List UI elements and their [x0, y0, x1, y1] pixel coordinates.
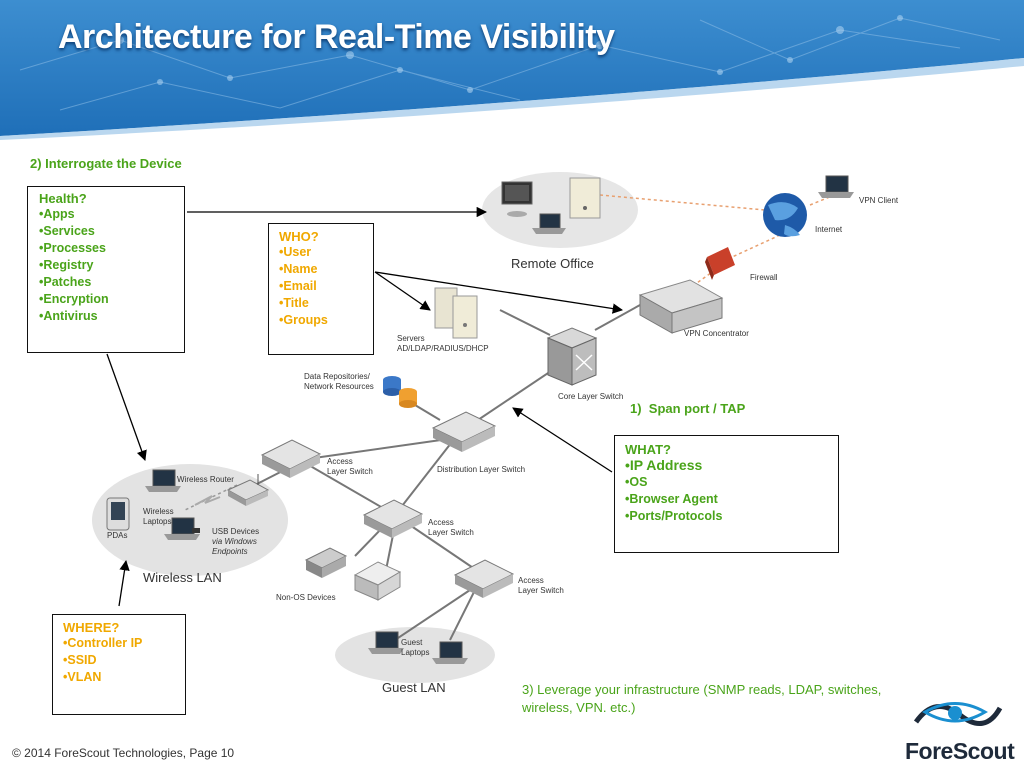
laptop-icon	[164, 517, 200, 540]
access-switch-icon	[453, 559, 515, 598]
access-switch-2-sub-label: Layer Switch	[428, 528, 474, 537]
wireless-lan-label: Wireless LAN	[143, 570, 222, 585]
who-box-title: WHO?	[279, 229, 319, 244]
list-item: •Title	[279, 296, 309, 310]
list-item: •Antivirus	[39, 309, 98, 323]
guest-lan-zone	[335, 627, 495, 683]
list-item: •Registry	[39, 258, 94, 272]
access-switch-3-sub-label: Layer Switch	[518, 586, 564, 595]
where-list: •Controller IP •SSID •VLAN	[63, 635, 185, 686]
who-list: •User •Name •Email •Title •Groups	[279, 244, 373, 329]
access-switch-1-sub-label: Layer Switch	[327, 467, 373, 476]
where-box: WHERE? •Controller IP •SSID •VLAN	[52, 614, 186, 715]
core-switch-icon	[546, 327, 598, 386]
who-to-servers-arrow	[374, 271, 431, 311]
distribution-switch-label: Distribution Layer Switch	[437, 465, 526, 474]
wireless-laptops-sub-label: Laptops	[143, 517, 172, 526]
laptop-icon	[432, 641, 468, 664]
data-repository-icon	[383, 376, 417, 408]
servers-icon	[434, 287, 478, 339]
internet-label: Internet	[815, 225, 843, 234]
list-item: •Apps	[39, 207, 75, 221]
non-os-devices-label: Non-OS Devices	[276, 593, 336, 602]
access-switch-3-label: Access	[518, 576, 544, 585]
where-box-title: WHERE?	[63, 620, 120, 635]
health-to-wireless-arrow	[106, 353, 147, 461]
wireless-router-label: Wireless Router	[177, 475, 234, 484]
distribution-switch-icon	[431, 411, 497, 452]
footer-copyright: © 2014 ForeScout Technologies, Page 10	[12, 746, 235, 760]
laptop-icon	[145, 469, 181, 492]
forescout-logo-text: ForeScout	[905, 738, 1015, 764]
what-list: •IP Address •OS •Browser Agent •Ports/Pr…	[625, 457, 838, 525]
remote-office-label: Remote Office	[511, 256, 594, 271]
vpn-concentrator-icon	[638, 279, 724, 334]
pda-icon	[106, 497, 130, 531]
list-item: •Name	[279, 262, 318, 276]
header-banner	[0, 0, 1024, 140]
pc-tower-icon	[569, 177, 601, 219]
list-item: •SSID	[63, 653, 97, 667]
wireless-signal-icon	[194, 495, 221, 506]
phone-icon	[304, 547, 348, 578]
core-switch-label: Core Layer Switch	[558, 392, 624, 401]
health-box: Health? •Apps •Services •Processes •Regi…	[27, 186, 185, 353]
where-arrow	[118, 559, 130, 607]
vpn-concentrator-label: VPN Concentrator	[684, 329, 749, 338]
access-switch-2-label: Access	[428, 518, 454, 527]
usb-devices-sub2-label: Endpoints	[212, 547, 248, 556]
list-item: •Ports/Protocols	[625, 509, 723, 523]
access-switch-icon	[362, 499, 424, 538]
vpn-client-label: VPN Client	[859, 196, 899, 205]
who-box: WHO? •User •Name •Email •Title •Groups	[268, 223, 374, 355]
firewall-label: Firewall	[750, 273, 778, 282]
servers-label: Servers	[397, 334, 425, 343]
pdas-label: PDAs	[107, 531, 128, 540]
guest-laptops-label: Guest	[401, 638, 423, 647]
vpn-client-laptop-icon	[818, 175, 854, 198]
what-arrow	[512, 407, 613, 473]
forescout-logo-icon	[913, 702, 1003, 726]
access-switch-icon	[260, 439, 322, 478]
access-switch-1-label: Access	[327, 457, 353, 466]
laptop-icon	[532, 213, 566, 234]
list-item: •Services	[39, 224, 95, 238]
step-1-label: 1) Span port / TAP	[630, 401, 746, 416]
usb-devices-sub-label: via Windows	[212, 537, 257, 546]
printer-icon	[353, 561, 402, 601]
guest-lan-label: Guest LAN	[382, 680, 446, 695]
list-item: •Patches	[39, 275, 92, 289]
list-item: •OS	[625, 475, 648, 489]
list-item: •VLAN	[63, 670, 102, 684]
what-box-title: WHAT?	[625, 442, 671, 457]
health-box-title: Health?	[39, 191, 87, 206]
list-item: •Processes	[39, 241, 106, 255]
who-to-vpn-arrow	[374, 271, 624, 314]
list-item: •Controller IP	[63, 636, 143, 650]
usb-device-icon	[192, 528, 200, 533]
monitor-icon	[501, 181, 533, 217]
health-list: •Apps •Services •Processes •Registry •Pa…	[39, 206, 184, 325]
data-repositories-label: Data Repositories/	[304, 372, 370, 381]
list-item: •User	[279, 245, 312, 259]
list-item: •Encryption	[39, 292, 109, 306]
list-item: •Groups	[279, 313, 328, 327]
globe-icon	[763, 193, 807, 237]
list-item: •IP Address	[625, 457, 703, 473]
list-item: •Email	[279, 279, 317, 293]
wireless-laptops-label: Wireless	[143, 507, 174, 516]
wireless-router-icon	[226, 474, 270, 506]
servers-sub-label: AD/LDAP/RADIUS/DHCP	[397, 344, 489, 353]
guest-laptops-sub-label: Laptops	[401, 648, 430, 657]
data-repositories-sub-label: Network Resources	[304, 382, 374, 391]
firewall-icon	[705, 247, 735, 280]
step-2-label: 2) Interrogate the Device	[30, 156, 182, 171]
slide-title: Architecture for Real-Time Visibility	[58, 18, 615, 56]
usb-devices-label: USB Devices	[212, 527, 260, 536]
what-box: WHAT? •IP Address •OS •Browser Agent •Po…	[614, 435, 839, 553]
step-3-label: 3) Leverage your infrastructure (SNMP re…	[522, 682, 882, 715]
laptop-icon	[368, 631, 404, 654]
list-item: •Browser Agent	[625, 492, 718, 506]
